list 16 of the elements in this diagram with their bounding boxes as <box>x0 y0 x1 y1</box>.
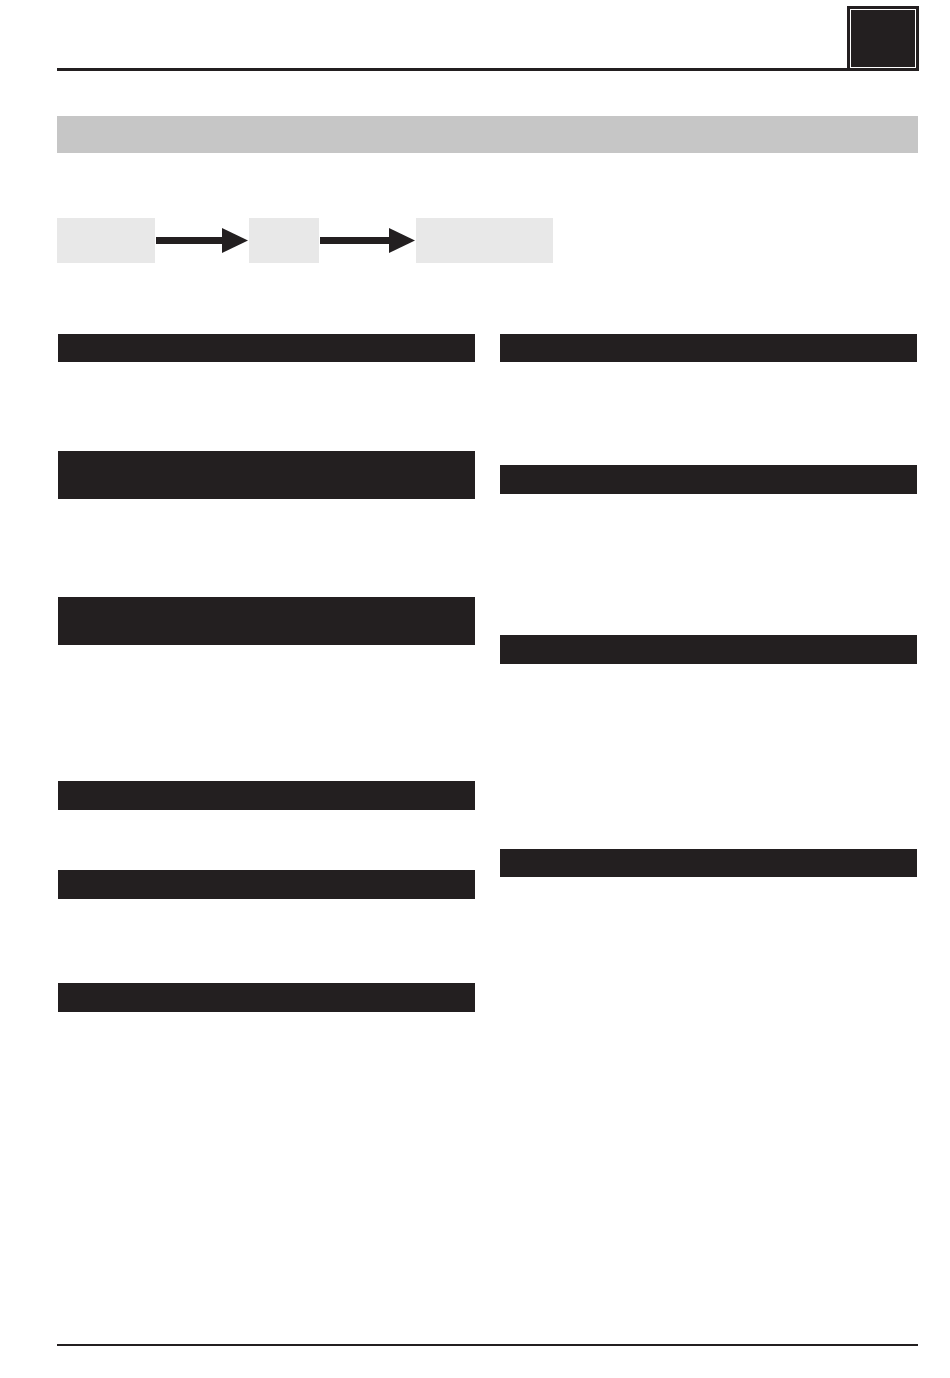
heading-bar <box>500 849 917 877</box>
section-band <box>57 116 918 153</box>
heading-bar <box>58 781 475 810</box>
step-box <box>57 218 155 263</box>
heading-bar <box>58 870 475 899</box>
step-box <box>416 218 553 263</box>
heading-bar <box>58 451 475 499</box>
arrow <box>320 228 415 253</box>
heading-bar <box>58 983 475 1012</box>
heading-bar <box>500 465 917 494</box>
step-box <box>249 218 319 263</box>
heading-bar <box>500 635 917 664</box>
heading-bar <box>58 334 475 362</box>
heading-bar <box>58 597 475 645</box>
arrow <box>156 228 248 253</box>
heading-bar <box>500 334 917 362</box>
